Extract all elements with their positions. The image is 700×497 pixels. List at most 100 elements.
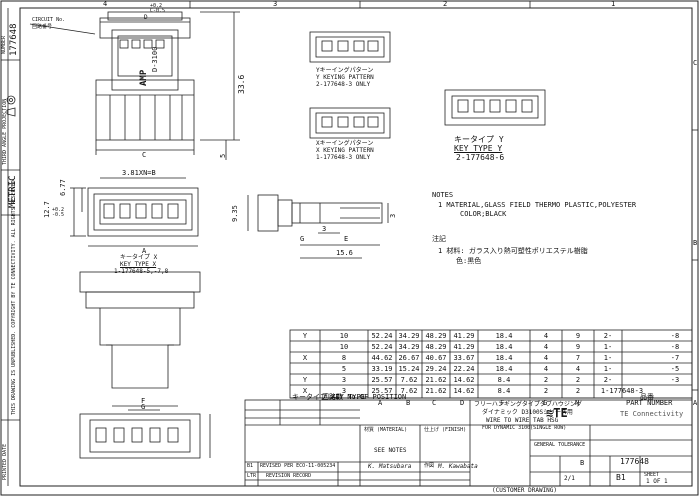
finish-label: 仕上げ (FINISH): [424, 427, 467, 433]
zone-number-4: 4: [103, 0, 108, 8]
row-3-n: 4: [575, 365, 581, 373]
row-2-a: 44.62: [371, 354, 393, 362]
row-5-part: 1-177648-3: [600, 387, 644, 395]
left-number-label: NUMBER: [1, 35, 7, 54]
row-4-d: 14.62: [453, 376, 475, 384]
dim-9-35: 9.35: [231, 205, 239, 222]
row-1-d: 41.29: [453, 343, 475, 351]
row-4-a: 25.57: [371, 376, 393, 384]
housing-mark: AMP: [139, 69, 149, 86]
row-4-part: 2-: [603, 376, 613, 384]
zone-letter-a: A: [693, 399, 698, 407]
zone-letter-b: B: [693, 239, 698, 247]
row-2-no: 8: [341, 354, 347, 362]
row-3-f: 18.4: [495, 365, 513, 373]
print-date-label: PRINTED DATE: [2, 443, 8, 480]
title-en-1: WIRE TO WIRE TAB HSG: [486, 417, 559, 424]
revision-record: REVISION RECORD: [266, 473, 312, 479]
te-logo: ≋TE: [546, 406, 568, 420]
drawn-label: 作図: [424, 463, 435, 469]
dim-g-bottom: G: [141, 403, 146, 411]
row-3-d: 22.24: [453, 365, 475, 373]
dim-15-6: 15.6: [336, 249, 353, 257]
row-2-b: 26.67: [398, 354, 420, 362]
row-5-f: 8.4: [497, 387, 511, 395]
header-d: D: [460, 399, 465, 407]
dim-12-7-tolerance: +0.2 -0.5: [52, 207, 65, 218]
header-key-type: キータイプ KEY TYPE: [292, 393, 365, 401]
row-3-no: 5: [341, 365, 347, 373]
zone-letter-c: C: [693, 59, 698, 67]
row-1-part: 1-: [603, 343, 613, 351]
row-1-a: 52.24: [371, 343, 393, 351]
revision-text: REVISED PER ECO-11-005234: [260, 463, 336, 469]
row-3-a: 33.19: [371, 365, 393, 373]
row-4-n: 2: [575, 376, 581, 384]
row-3-c: 29.24: [425, 365, 447, 373]
drawn-name: M. Kawabata: [438, 463, 478, 470]
rev-letter: B1: [247, 463, 254, 469]
dim-12-7: 12.7: [43, 201, 51, 218]
size-value: B: [580, 459, 585, 467]
row-5-g: 2: [543, 387, 549, 395]
row-3-b: 15.24: [398, 365, 420, 373]
tolerance-label: GENERAL TOLERANCE: [534, 442, 586, 448]
row-0-a: 52.24: [371, 332, 393, 340]
pattern-x-jp: Xキーイングパターン: [316, 140, 374, 147]
row-4-suffix: -3: [670, 376, 680, 384]
customer-drawing: (CUSTOMER DRAWING): [492, 487, 558, 494]
housing-part-mark: D-3100: [151, 46, 159, 72]
pattern-y-en: Y KEYING PATTERN: [316, 74, 374, 81]
dim-d: D: [144, 14, 148, 21]
circuit-label-jp: 回路番号: [32, 24, 53, 30]
zone-number-3: 3: [273, 0, 278, 8]
row-5-b: 7.62: [400, 387, 418, 395]
row-1-no: 10: [339, 343, 349, 351]
row-2-d: 33.67: [453, 354, 475, 362]
row-2-suffix: -7: [670, 354, 680, 362]
row-0-f: 18.4: [495, 332, 513, 340]
material-label: 材質 (MATERIAL): [364, 427, 408, 433]
row-3-suffix: -5: [670, 365, 680, 373]
row-0-c: 48.29: [425, 332, 447, 340]
notes-line-2: COLOR;BLACK: [460, 210, 507, 218]
dim-5: 5: [219, 153, 227, 158]
dim-6-77: 6.77: [59, 179, 67, 196]
row-5-no: 3: [341, 387, 347, 395]
scale-value: 2/1: [564, 475, 575, 482]
notes-jp-line-2: 色:黒色: [456, 257, 482, 265]
pattern-x-en: X KEYING PATTERN: [316, 147, 374, 154]
projection-note: THIRD ANGLE PROJECTION: [2, 98, 8, 165]
row-0-part: 2-: [603, 332, 613, 340]
row-5-c: 21.62: [425, 387, 447, 395]
row-5-n: 2: [575, 387, 581, 395]
key-type-x-jp: キータイプ X: [120, 254, 158, 261]
row-2-c: 40.67: [425, 354, 447, 362]
row-5-a: 25.57: [371, 387, 393, 395]
row-0-no: 10: [339, 332, 349, 340]
pattern-y-part: 2-177648-3 ONLY: [316, 81, 371, 88]
ltr-label: LTR: [247, 473, 257, 479]
sheet-label: SHEET: [644, 472, 660, 478]
header-f: F: [500, 399, 505, 407]
see-notes: SEE NOTES: [374, 447, 407, 454]
dim-height-33-6: 33.6: [237, 74, 246, 94]
part-number: 177648: [620, 457, 649, 466]
row-4-key: Y: [302, 376, 308, 384]
row-4-f: 8.4: [497, 376, 511, 384]
rev-code: B1: [616, 473, 626, 482]
notes-heading: NOTES: [432, 191, 454, 199]
row-4-b: 7.62: [400, 376, 418, 384]
circuit-label: CIRCUIT No.: [32, 17, 66, 23]
title-en-2: FOR DYNAMIC 3100(SINGLE ROW): [482, 425, 567, 431]
key-type-y-jp: キータイプ Y: [454, 135, 504, 144]
row-4-no: 3: [341, 376, 347, 384]
row-0-key: Y: [302, 332, 308, 340]
checked-name: K. Matsubara: [368, 463, 412, 470]
dim-a: A: [142, 247, 147, 255]
dim-f: F: [141, 397, 146, 405]
header-part-jp: 品番: [640, 393, 654, 401]
row-0-d: 41.29: [453, 332, 475, 340]
row-1-f: 18.4: [495, 343, 513, 351]
row-0-g: 4: [543, 332, 549, 340]
